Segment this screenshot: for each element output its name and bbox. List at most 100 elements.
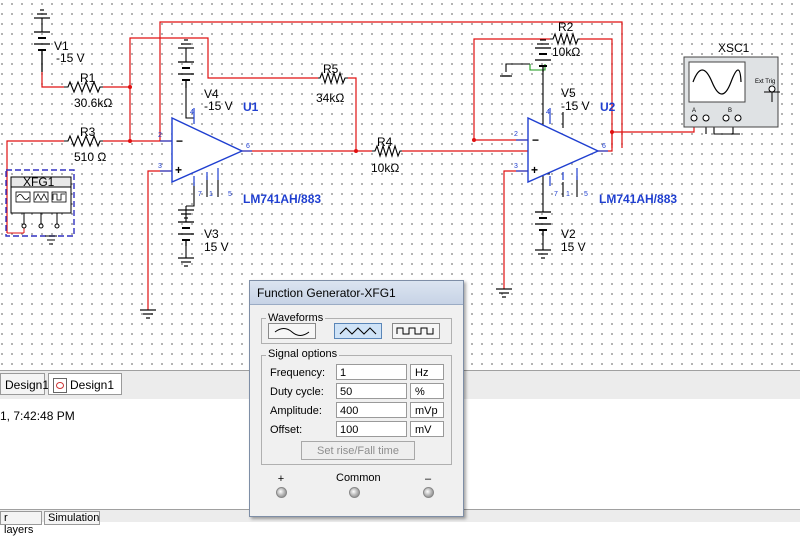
label-r1-name: R1	[80, 71, 96, 85]
svg-text:4: 4	[190, 109, 194, 116]
battery-v3	[178, 221, 194, 246]
resistor-r4	[372, 144, 402, 158]
duty-cycle-unit[interactable]: %	[410, 383, 444, 399]
label-r3-value: 510 Ω	[74, 150, 106, 164]
label-v3-value: 15 V	[204, 240, 229, 254]
signal-options-label: Signal options	[266, 348, 340, 360]
signal-options-group	[261, 355, 452, 465]
function-generator-title: Function Generator-XFG1	[257, 286, 396, 300]
svg-text:4: 4	[546, 109, 550, 116]
minus-terminal[interactable]	[423, 487, 434, 498]
label-r5-name: R5	[323, 62, 339, 76]
frequency-input[interactable]: 1	[336, 364, 407, 380]
plus-terminal-label: +	[277, 473, 285, 485]
svg-text:6: 6	[602, 143, 606, 150]
svg-text:−: −	[176, 134, 183, 148]
junction-dots	[128, 85, 614, 153]
svg-text:7: 7	[198, 191, 202, 198]
svg-text:7: 7	[554, 191, 558, 198]
label-v2-value: 15 V	[561, 240, 586, 254]
function-generator-titlebar[interactable]: Function Generator-XFG1	[250, 281, 463, 305]
minus-terminal-label: –	[424, 473, 432, 485]
sine-wave-button[interactable]	[268, 323, 316, 339]
battery-v5	[535, 47, 551, 72]
resistor-r3	[64, 134, 103, 148]
schematic-diagram: − + − + 2 3 4 6 7 1 5 2 3 4 6 7 1 5	[5, 9, 780, 319]
resistor-r1	[64, 80, 103, 94]
tab-layers[interactable]: r layers	[0, 511, 42, 536]
wires	[6, 21, 695, 310]
label-v5-value: -15 V	[561, 99, 590, 113]
plus-terminal[interactable]	[276, 487, 287, 498]
svg-text:2: 2	[158, 132, 162, 139]
svg-text:+: +	[175, 163, 182, 177]
square-wave-button[interactable]	[392, 323, 440, 339]
label-r5-value: 34kΩ	[316, 91, 344, 105]
label-ext-trig: Ext Trig	[755, 79, 775, 85]
label-v3-name: V3	[204, 227, 219, 241]
label-r3-name: R3	[80, 125, 96, 139]
common-terminal-label: Common	[336, 472, 381, 484]
opamp-u2[interactable]: − +	[516, 108, 608, 186]
svg-text:3: 3	[158, 163, 162, 170]
schematic-canvas[interactable]: − + − + 2 3 4 6 7 1 5 2 3 4 6 7 1 5	[0, 0, 800, 370]
oscilloscope-xsc1[interactable]	[683, 56, 780, 128]
set-rise-fall-time-button[interactable]: Set rise/Fall time	[301, 441, 415, 460]
label-v2-name: V2	[561, 227, 576, 241]
function-generator-window: Function Generator-XFG1 Waveforms Signal…	[249, 280, 464, 517]
schematic-doc-icon	[53, 378, 67, 394]
offset-unit-select[interactable]: mV	[410, 421, 444, 437]
svg-text:3: 3	[514, 163, 518, 170]
amplitude-unit-select[interactable]: mVp	[410, 402, 444, 418]
tab-design1-modified[interactable]: Design1 *	[48, 373, 122, 414]
resistors	[64, 32, 580, 158]
label-xsc1: XSC1	[718, 41, 750, 55]
label-u1-part: LM741AH/883	[243, 192, 321, 206]
duty-cycle-input[interactable]: 50	[336, 383, 407, 399]
label-v4-name: V4	[204, 87, 219, 101]
battery-v4	[178, 61, 194, 88]
offset-input[interactable]: 100	[336, 421, 407, 437]
label-channel-a: A	[692, 108, 696, 114]
svg-text:+: +	[531, 163, 538, 177]
label-xfg1: XFG1	[23, 175, 55, 189]
label-v1-name: V1	[54, 39, 69, 53]
svg-text:−: −	[532, 133, 539, 147]
triangle-wave-button[interactable]	[334, 323, 382, 339]
label-v5-name: V5	[561, 86, 576, 100]
resistor-r2	[550, 32, 580, 46]
log-line: 1, 7:42:48 PM	[0, 409, 75, 423]
svg-text:6: 6	[246, 143, 250, 150]
svg-text:5: 5	[228, 191, 232, 198]
opamp-pin-numbers: 2 3 4 6 7 1 5 2 3 4 6 7 1 5	[158, 109, 606, 198]
label-u2-part: LM741AH/883	[599, 192, 677, 206]
common-terminal[interactable]	[349, 487, 360, 498]
square-wave-icon	[396, 327, 434, 335]
label-r2-value: 10kΩ	[552, 45, 580, 59]
resistor-r5	[318, 71, 348, 85]
amplitude-input[interactable]: 400	[336, 402, 407, 418]
svg-text:1: 1	[209, 191, 213, 198]
tab-design1[interactable]: Design1	[0, 373, 49, 395]
waveforms-group	[261, 318, 452, 344]
opamp-u1[interactable]: − +	[160, 108, 252, 186]
label-r1-value: 30.6kΩ	[74, 96, 112, 110]
label-v1-value: -15 V	[56, 51, 85, 65]
label-r4-value: 10kΩ	[371, 161, 399, 175]
label-u2: U2	[600, 100, 616, 114]
battery-v2	[535, 211, 551, 236]
svg-text:5: 5	[584, 191, 588, 198]
waveforms-label: Waveforms	[266, 312, 326, 324]
frequency-unit-select[interactable]: Hz	[410, 364, 444, 380]
ground-symbols	[34, 9, 551, 319]
svg-text:2: 2	[514, 131, 518, 138]
duty-cycle-label: Duty cycle:	[270, 386, 324, 398]
tab-simulation[interactable]: Simulation	[44, 511, 100, 525]
label-r4-name: R4	[377, 135, 393, 149]
xfg1-symbol[interactable]	[5, 169, 75, 245]
offset-label: Offset:	[270, 424, 303, 436]
label-u1: U1	[243, 100, 259, 114]
label-v4-value: -15 V	[204, 99, 233, 113]
label-r2-name: R2	[558, 20, 574, 34]
triangle-wave-icon	[339, 327, 377, 335]
